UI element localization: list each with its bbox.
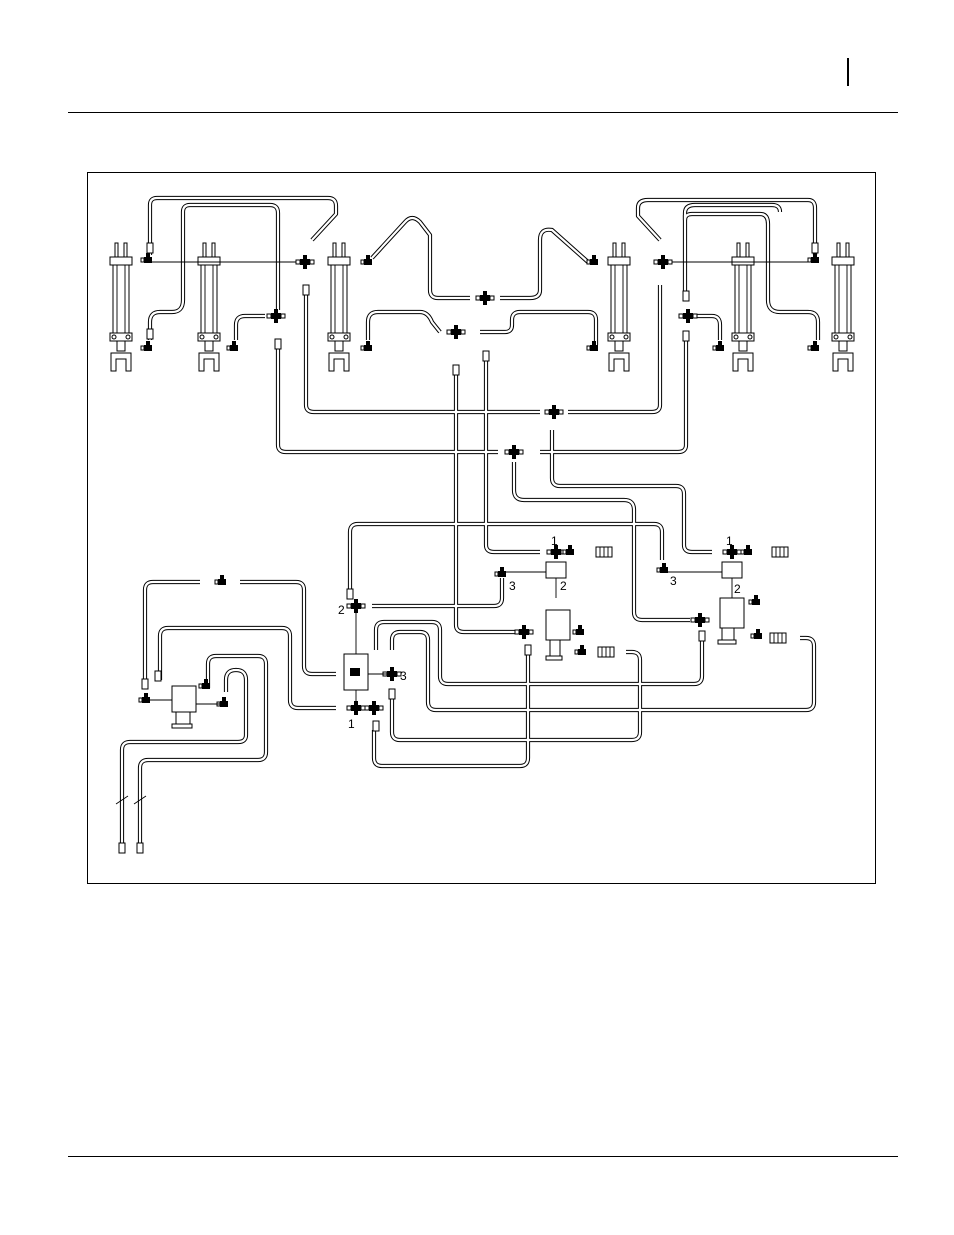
- hose: [150, 212, 183, 340]
- hose-core: [145, 582, 200, 685]
- hose-core: [236, 316, 265, 340]
- callout-1-left: 1: [348, 717, 355, 731]
- cylinder-1: [110, 243, 132, 371]
- hose-core: [278, 340, 498, 452]
- cylinder-4: [608, 243, 630, 371]
- selector-valve-right: [668, 562, 744, 644]
- cylinder-6: [832, 243, 854, 371]
- hose: [350, 524, 662, 592]
- filter-right: [770, 633, 786, 643]
- hose: [480, 312, 596, 345]
- hose: [236, 316, 265, 340]
- hose-core: [392, 632, 814, 710]
- callout-3-right: 3: [670, 574, 677, 588]
- hose: [374, 648, 528, 766]
- coupler-top: [596, 547, 612, 557]
- hose-core: [500, 230, 588, 298]
- callout-2-left: 2: [338, 603, 345, 617]
- hose: [500, 230, 588, 298]
- callout-3-top: 3: [509, 579, 516, 593]
- hose-core: [150, 212, 183, 340]
- hose: [372, 218, 470, 298]
- hose: [638, 200, 815, 255]
- manifold-block-left: [150, 686, 220, 728]
- callout-3-left: 3: [400, 669, 407, 683]
- footer-rule: [68, 1156, 898, 1157]
- hose: [392, 632, 814, 710]
- hose-core: [368, 312, 440, 340]
- callout-1-top: 1: [551, 534, 558, 548]
- coupler-right: [772, 547, 788, 557]
- hose-core: [350, 524, 662, 592]
- hose: [278, 340, 498, 452]
- hose-core: [183, 205, 278, 310]
- callout-1-right: 1: [726, 534, 733, 548]
- filter-top: [598, 647, 614, 657]
- hose: [183, 205, 278, 310]
- hose: [692, 316, 720, 340]
- hose-core: [372, 218, 470, 298]
- hose-core: [638, 200, 815, 255]
- callout-2-top: 2: [560, 579, 567, 593]
- manifold-block-center: [344, 612, 388, 704]
- hose-core: [374, 648, 528, 766]
- hose: [372, 578, 502, 606]
- hose-core: [692, 316, 720, 340]
- selector-valve-top: [506, 562, 570, 660]
- fittings: [139, 253, 819, 715]
- callout-2-right: 2: [734, 582, 741, 596]
- hose-core: [372, 578, 502, 606]
- hose-core: [480, 312, 596, 345]
- hose: [145, 582, 200, 685]
- cylinder-3: [328, 243, 350, 371]
